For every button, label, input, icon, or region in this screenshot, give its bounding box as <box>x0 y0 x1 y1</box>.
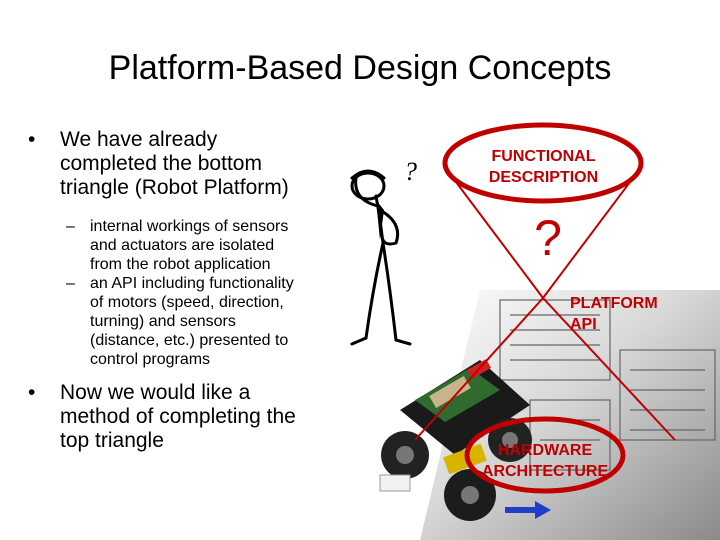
robot-car <box>379 359 532 521</box>
sub-bullet-line: control programs <box>90 351 211 368</box>
platform-api-label: PLATFORM API <box>570 293 658 335</box>
bullet-marker: • <box>28 381 36 404</box>
bullet-line: method of completing the <box>60 405 296 428</box>
label-line: ARCHITECTURE <box>481 463 609 480</box>
label-line: FUNCTIONAL <box>491 148 596 165</box>
sub-bullet-line: an API including functionality <box>90 275 294 292</box>
sub-bullet-line: (distance, etc.) presented to <box>90 332 289 349</box>
sub-bullet-list: – internal workings of sensors and actua… <box>66 217 358 369</box>
sub-bullet-marker: – <box>66 275 75 292</box>
sub-bullet-line: internal workings of sensors <box>90 218 289 235</box>
sub-bullet-marker: – <box>66 218 75 235</box>
sub-bullet-line: turning) and sensors <box>90 313 236 330</box>
label-line: DESCRIPTION <box>488 169 599 186</box>
bullet-list: • We have already completed the bottom t… <box>28 128 358 453</box>
bullet-completed-bottom: • We have already completed the bottom t… <box>28 128 358 200</box>
bullet-line: top triangle <box>60 429 164 452</box>
bullet-line: triangle (Robot Platform) <box>60 176 289 199</box>
functional-ellipse <box>442 122 644 204</box>
sub-bullet-api: – an API including functionality of moto… <box>66 274 358 369</box>
bullet-line: Now we would like a <box>60 381 251 404</box>
unknown-question-mark: ? <box>534 210 562 266</box>
sub-bullet-line: from the robot application <box>90 256 271 273</box>
label-line: PLATFORM <box>570 295 658 312</box>
hardware-architecture-label: HARDWARE ARCHITECTURE <box>470 440 620 482</box>
bullet-line: completed the bottom <box>60 152 262 175</box>
bullet-marker: • <box>28 128 36 151</box>
slide-title: Platform-Based Design Concepts <box>108 49 612 87</box>
label-line: API <box>570 316 597 333</box>
sub-bullet-isolated: – internal workings of sensors and actua… <box>66 217 358 274</box>
bullet-top-triangle: • Now we would like a method of completi… <box>28 381 358 453</box>
arrow-right-icon <box>505 501 551 519</box>
thinking-figure-icon: ? <box>350 157 417 346</box>
functional-description-label: FUNCTIONAL DESCRIPTION <box>476 146 611 188</box>
top-triangle-right-edge <box>542 169 640 299</box>
label-line: HARDWARE <box>497 442 593 459</box>
sub-bullet-line: of motors (speed, direction, <box>90 294 284 311</box>
hardware-ellipse <box>464 416 626 494</box>
figure-question-mark: ? <box>404 157 417 186</box>
bottom-triangle-left-edge <box>414 297 544 441</box>
top-triangle-left-edge <box>446 169 544 299</box>
sub-bullet-line: and actuators are isolated <box>90 237 275 254</box>
bullet-line: We have already <box>60 128 218 151</box>
bottom-triangle-right-edge <box>542 297 676 441</box>
